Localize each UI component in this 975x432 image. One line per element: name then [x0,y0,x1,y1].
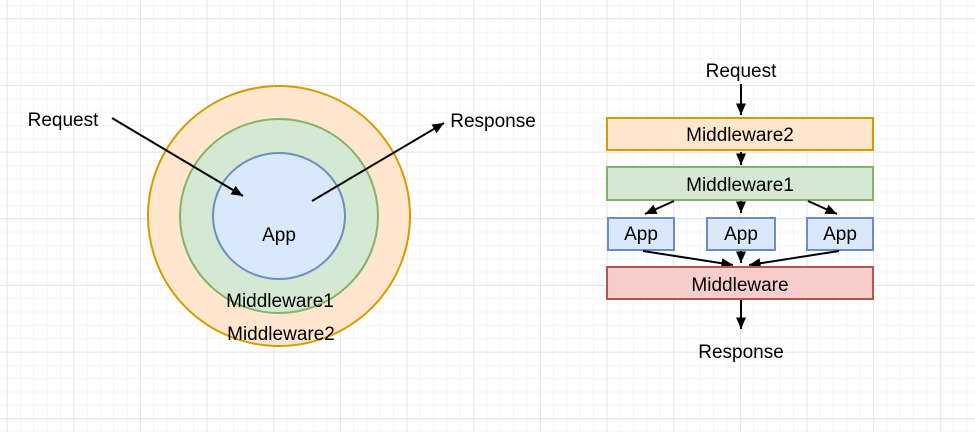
onion-middleware1-label: Middleware1 [226,291,334,312]
onion-request-label[interactable]: Request [28,110,99,131]
flow-response-label[interactable]: Response [698,342,784,363]
flow-box-app-2[interactable] [706,217,776,251]
onion-response-arrow[interactable] [311,122,445,202]
flow-request-label[interactable]: Request [706,61,777,82]
flow-box-middleware2[interactable] [606,117,874,151]
flow-arrow-middleware1-to-app1[interactable] [644,200,675,215]
onion-request-arrow[interactable] [111,117,244,197]
flow-box-middleware[interactable] [606,266,874,300]
flow-middleware-label: Middleware [691,275,788,296]
onion-app-label: App [262,225,296,246]
flow-arrow-middleware1-to-app3[interactable] [807,200,838,215]
flow-box-app-1[interactable] [607,217,675,251]
flow-middleware1-label: Middleware1 [686,175,794,196]
flow-middleware2-label: Middleware2 [686,125,794,146]
flow-app3-label: App [823,224,857,245]
onion-response-label[interactable]: Response [450,111,536,132]
flow-arrow-app3-to-middleware[interactable] [748,250,840,269]
onion-middleware2-label: Middleware2 [227,324,335,345]
onion-diagram: App Middleware1 Middleware2 Request Resp… [28,85,536,347]
flow-box-middleware1[interactable] [606,166,874,201]
flow-diagram: Request Middleware2 Middleware1 App App … [606,61,874,363]
onion-core-app[interactable] [212,152,346,280]
flow-app2-label: App [724,224,758,245]
flow-app1-label: App [624,224,658,245]
flow-box-app-3[interactable] [806,217,874,251]
flow-arrow-app1-to-middleware[interactable] [642,250,734,269]
